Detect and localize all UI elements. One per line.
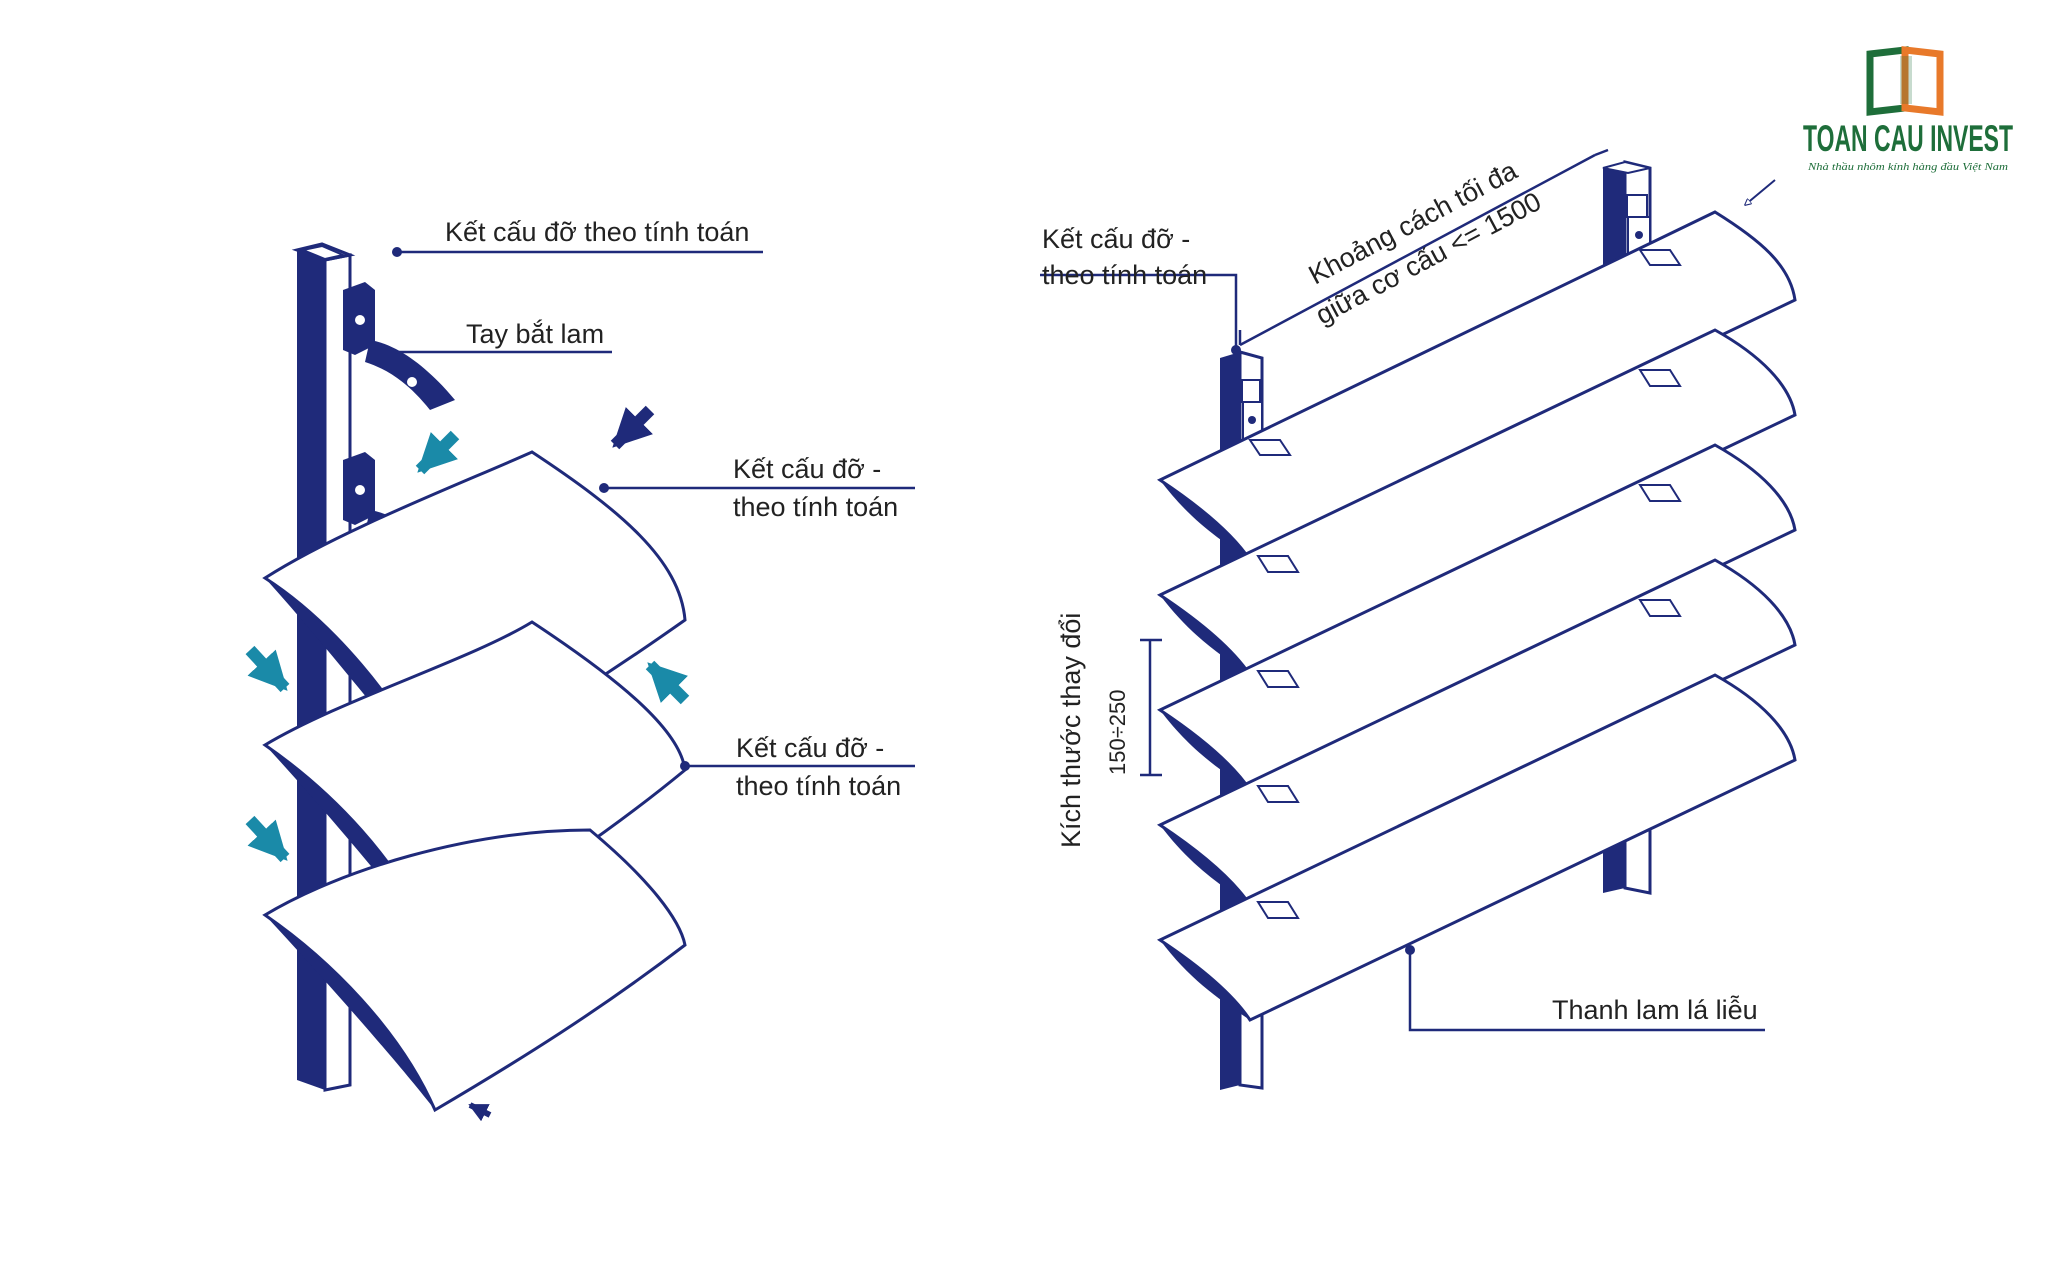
arrow-outline-icon [1745,179,1776,205]
louver-blade-r2 [1156,328,1797,677]
label-support-mid-line1: Kết cấu đỡ - [733,454,881,484]
leader-lines [395,250,915,768]
arrow-icon [645,660,690,705]
logo-brand-name: TOAN CAU INVEST [1803,118,2013,159]
height-dimension [1140,638,1162,777]
arrow-icon [610,405,655,450]
arrow-icon [245,645,290,693]
leader-dot [599,483,609,493]
arrow-icon [245,815,290,863]
louver-blade-r3 [1156,443,1797,792]
bracket-top [343,282,455,410]
louver-blade-r1 [1156,210,1797,562]
logo-tagline: Nhà thầu nhôm kính hàng đầu Việt Nam [1807,161,2008,173]
logo-door-icon [1866,46,1944,116]
leader-lines-right [1040,273,1765,1032]
label-support-line2: theo tính toán [1042,260,1207,290]
right-diagram: Kết cấu đỡ - theo tính toán Khoảng cách … [1040,148,1797,1090]
label-louver: Thanh lam lá liễu [1552,994,1758,1025]
louver-blade-3 [262,828,687,1113]
louver-blade-r4 [1156,558,1797,907]
left-diagram: Kết cấu đỡ theo tính toán Tay bắt lam Kế… [245,217,915,1122]
label-support-top: Kết cấu đỡ theo tính toán [445,217,749,247]
leader-dot [1231,345,1241,355]
label-size-vertical: Kích thước thay đổi [1056,613,1086,848]
label-support-low-line2: theo tính toán [736,771,901,801]
label-bracket: Tay bắt lam [466,318,604,349]
leader-dot [1405,945,1415,955]
label-range: 150÷250 [1105,690,1130,776]
label-support-mid-line2: theo tính toán [733,492,898,522]
louver-blade-r5 [1156,673,1797,1022]
arrow-icon [468,1102,492,1122]
leader-dot [680,761,690,771]
leader-dot [392,247,402,257]
label-support-low-line1: Kết cấu đỡ - [736,733,884,763]
brand-logo: TOAN CAU INVEST Nhà thầu nhôm kính hàng … [1803,46,2013,173]
arrow-icon [415,430,460,475]
distance-dimension [1238,148,1609,347]
label-support-line1: Kết cấu đỡ - [1042,224,1190,254]
